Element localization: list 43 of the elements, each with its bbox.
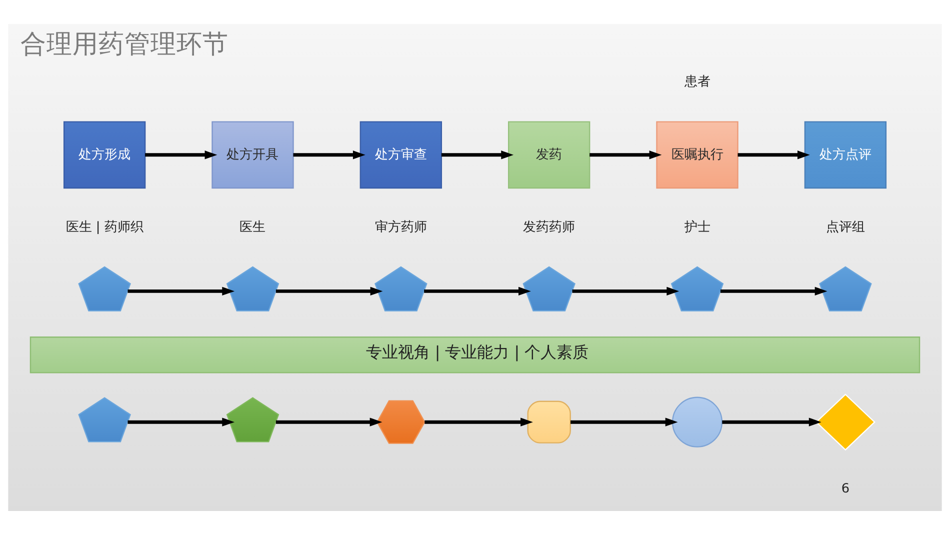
node-label: 点评组: [826, 220, 865, 235]
node-label: 医生: [240, 220, 266, 235]
arrow: [441, 150, 514, 160]
arrow: [276, 286, 383, 296]
node-box: 处方审查: [360, 121, 442, 189]
node-box: 医嘱执行: [656, 121, 738, 189]
arrow: [572, 286, 680, 296]
node-pentagon: [374, 266, 428, 312]
node-pentagon: [78, 266, 131, 312]
node-label: 患者: [684, 74, 710, 90]
node-pentagon: [78, 397, 131, 442]
diagram-title: 合理用药管理环节: [20, 29, 228, 60]
node-pentagon: [226, 397, 280, 442]
arrow: [738, 150, 810, 160]
node-circle: [672, 396, 723, 448]
node-pentagon: [522, 266, 576, 312]
node-box: 处方开具: [212, 121, 294, 189]
arrow: [722, 418, 822, 426]
node-diamond: [815, 394, 876, 451]
arrow: [128, 418, 235, 426]
arrow: [720, 286, 828, 296]
label: 6: [841, 482, 850, 497]
node-label: 审方药师: [374, 220, 427, 235]
arrow: [293, 150, 366, 160]
arrow: [424, 418, 533, 426]
node-label: 发药药师: [523, 220, 576, 235]
node-hexagon: [376, 400, 426, 444]
node-box: 处方点评: [804, 121, 887, 189]
node-box: 专业视角 | 专业能力 | 个人素质: [30, 336, 920, 374]
node-label: 护士: [684, 220, 710, 235]
node-box: 发药: [508, 121, 590, 189]
arrow: [570, 418, 678, 426]
arrow: [276, 418, 382, 426]
node-pentagon: [819, 266, 872, 312]
node-label: 医生 | 药师织: [66, 220, 144, 235]
node-box: [527, 400, 571, 444]
arrow: [145, 150, 218, 160]
arrow: [424, 286, 531, 296]
node-pentagon: [670, 266, 724, 312]
node-box: 处方形成: [63, 121, 146, 189]
node-pentagon: [226, 266, 280, 312]
arrow: [590, 150, 662, 160]
arrow: [128, 286, 235, 296]
